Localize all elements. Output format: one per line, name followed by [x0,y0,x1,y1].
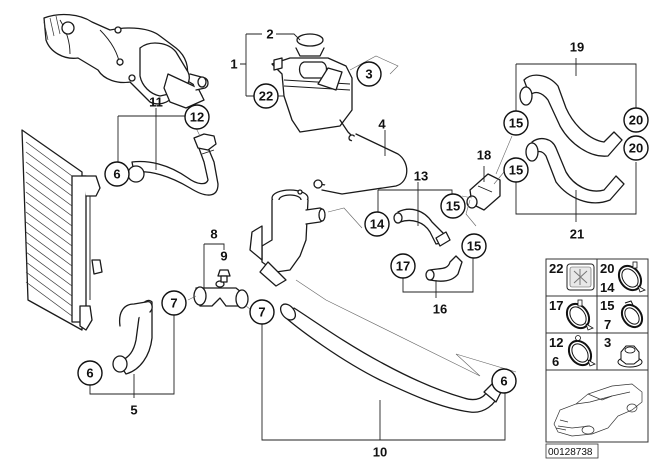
assembly-labels: 1 2 4 5 8 9 10 11 13 16 18 19 21 [130,27,584,460]
svg-text:20: 20 [629,113,643,128]
svg-text:6: 6 [113,167,120,182]
hose-10 [279,303,503,413]
callout-20-bottom[interactable]: 20 [623,135,649,161]
callout-17[interactable]: 17 [390,253,416,279]
valve-18 [466,173,501,211]
callout-15-top[interactable]: 15 [503,110,529,136]
label-19: 19 [570,40,584,55]
reference-number: 00128738 [548,447,593,458]
legend-num-15: 15 [600,298,614,313]
t-piece-8 [193,269,249,309]
legend-num-22: 22 [549,261,563,276]
svg-text:3: 3 [365,67,372,82]
callout-6-upper[interactable]: 6 [104,161,130,187]
callout-6-right[interactable]: 6 [491,368,517,394]
parts-legend: 22 20 14 17 15 7 [545,258,649,459]
bolt-9 [217,269,231,283]
callout-15-b[interactable]: 15 [461,233,487,259]
callout-12[interactable]: 12 [184,104,210,130]
hose-5 [112,299,153,375]
label-4: 4 [378,117,386,132]
expansion-tank [271,33,356,142]
legend-num-17: 17 [549,298,563,313]
callout-7-right[interactable]: 7 [249,299,275,325]
callout-6-lower[interactable]: 6 [77,360,103,386]
hose-16 [425,255,463,282]
hose-21 [525,137,625,204]
label-21: 21 [570,227,584,242]
svg-text:7: 7 [258,305,265,320]
label-9: 9 [220,249,227,264]
svg-text:15: 15 [509,116,523,131]
svg-text:6: 6 [500,374,507,389]
svg-text:15: 15 [509,163,523,178]
callout-20-top[interactable]: 20 [623,107,649,133]
label-10: 10 [373,445,387,460]
water-pump [43,13,209,109]
svg-text:20: 20 [629,141,643,156]
legend-num-7: 7 [604,317,611,332]
svg-text:12: 12 [190,110,204,125]
car-silhouette-icon [553,383,643,437]
svg-text:17: 17 [396,259,410,274]
label-18: 18 [477,148,491,163]
hose-11 [127,133,219,196]
label-1: 1 [230,57,237,72]
svg-text:14: 14 [370,217,385,232]
legend-num-14: 14 [600,280,615,295]
hose-13 [393,208,451,247]
svg-text:6: 6 [86,366,93,381]
label-13: 13 [414,169,428,184]
callout-15-mid[interactable]: 15 [503,157,529,183]
hose-19 [519,74,623,157]
callout-7-left[interactable]: 7 [161,290,187,316]
hose-clamp-icon [617,261,646,293]
hose-clamp-icon [565,299,594,331]
label-11: 11 [149,95,163,110]
legend-num-12: 12 [549,335,563,350]
hose-clamp-icon [567,335,596,367]
callout-14[interactable]: 14 [364,211,390,237]
thermostat-housing [249,189,326,287]
hex-nut-icon [617,345,643,368]
legend-num-20: 20 [600,261,614,276]
hose-clamp-icon [620,300,644,329]
tank-cap [296,33,324,47]
radiator [21,129,103,331]
callouts: 22 3 12 6 7 6 7 6 14 15 15 17 15 15 20 2… [77,61,649,394]
hose-4 [313,133,408,195]
legend-num-6: 6 [552,354,559,369]
label-2: 2 [266,27,273,42]
reference-number-box [545,443,599,459]
legend-num-3: 3 [604,335,611,350]
label-8: 8 [210,227,217,242]
label-sticker-icon [566,263,595,291]
vehicle-reference-box [545,369,649,443]
svg-text:15: 15 [467,239,481,254]
label-5: 5 [130,403,137,418]
callout-15-a[interactable]: 15 [440,193,466,219]
svg-text:15: 15 [446,199,460,214]
svg-text:7: 7 [170,296,177,311]
callout-3-tank[interactable]: 3 [356,61,382,87]
svg-text:22: 22 [259,89,273,104]
leader-lines [89,33,637,441]
label-16: 16 [433,302,447,317]
callout-22-tank[interactable]: 22 [253,83,279,109]
